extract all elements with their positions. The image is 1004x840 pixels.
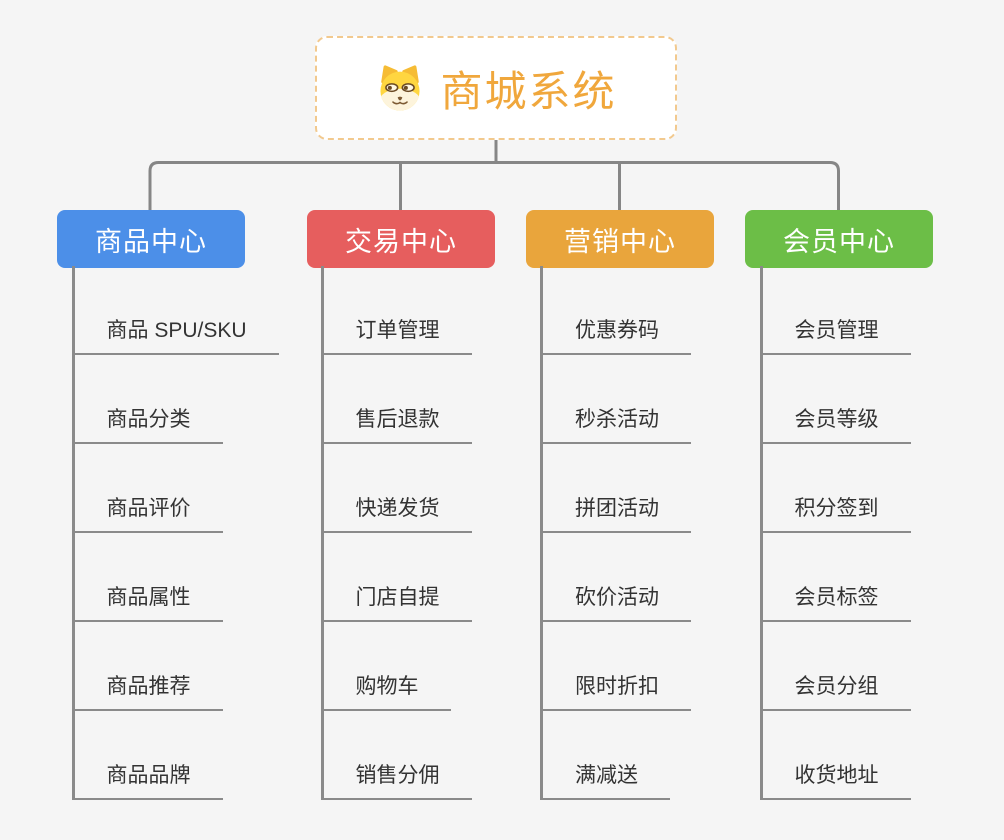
child-row: 会员等级 — [762, 355, 911, 444]
child-row: 门店自提 — [323, 533, 472, 622]
child-topic-product-recommend[interactable]: 商品推荐 — [74, 675, 223, 711]
child-row: 商品分类 — [74, 355, 279, 444]
child-row: 收货地址 — [762, 711, 911, 800]
branch-header-member-center[interactable]: 会员中心 — [745, 210, 933, 268]
child-topic-limited-time-discount[interactable]: 限时折扣 — [543, 675, 691, 711]
child-row: 购物车 — [323, 622, 472, 711]
child-row: 优惠券码 — [543, 266, 691, 355]
child-row: 限时折扣 — [543, 622, 691, 711]
child-topic-full-reduction[interactable]: 满减送 — [543, 764, 670, 800]
child-row: 商品推荐 — [74, 622, 279, 711]
child-topic-member-management[interactable]: 会员管理 — [762, 319, 911, 355]
child-row: 积分签到 — [762, 444, 911, 533]
child-topic-product-brand[interactable]: 商品品牌 — [74, 764, 223, 800]
branch-children-trade-center: 订单管理 售后退款 快递发货 门店自提 购物车 销售分佣 — [320, 266, 472, 800]
branch-header-marketing-center[interactable]: 营销中心 — [526, 210, 714, 268]
branch-header-trade-center[interactable]: 交易中心 — [307, 210, 495, 268]
connector-group — [148, 140, 840, 210]
branch-rail-line — [148, 161, 840, 210]
child-topic-shipping-address[interactable]: 收货地址 — [762, 764, 911, 800]
child-row: 会员分组 — [762, 622, 911, 711]
child-row: 满减送 — [543, 711, 691, 800]
child-topic-member-group[interactable]: 会员分组 — [762, 675, 911, 711]
child-row: 商品属性 — [74, 533, 279, 622]
child-row: 会员管理 — [762, 266, 911, 355]
branch-children-product-center: 商品 SPU/SKU 商品分类 商品评价 商品属性 商品推荐 商品品牌 — [71, 266, 279, 800]
child-row: 砍价活动 — [543, 533, 691, 622]
child-topic-product-category[interactable]: 商品分类 — [74, 408, 223, 444]
child-row: 商品 SPU/SKU — [74, 266, 279, 355]
child-topic-bargain-activity[interactable]: 砍价活动 — [543, 586, 691, 622]
child-topic-flash-sale[interactable]: 秒杀活动 — [543, 408, 691, 444]
child-topic-coupon-code[interactable]: 优惠券码 — [543, 319, 691, 355]
child-row: 订单管理 — [323, 266, 472, 355]
child-row: 销售分佣 — [323, 711, 472, 800]
child-topic-group-buy[interactable]: 拼团活动 — [543, 497, 691, 533]
child-topic-store-pickup[interactable]: 门店自提 — [323, 586, 472, 622]
child-topic-sales-commission[interactable]: 销售分佣 — [323, 764, 472, 800]
branch-header-product-center[interactable]: 商品中心 — [57, 210, 245, 268]
branch-children-member-center: 会员管理 会员等级 积分签到 会员标签 会员分组 收货地址 — [759, 266, 911, 800]
child-row: 快递发货 — [323, 444, 472, 533]
child-row: 售后退款 — [323, 355, 472, 444]
child-topic-express-shipping[interactable]: 快递发货 — [323, 497, 472, 533]
child-topic-member-tag[interactable]: 会员标签 — [762, 586, 911, 622]
child-topic-product-review[interactable]: 商品评价 — [74, 497, 223, 533]
branch-children-marketing-center: 优惠券码 秒杀活动 拼团活动 砍价活动 限时折扣 满减送 — [540, 266, 691, 800]
child-topic-order-management[interactable]: 订单管理 — [323, 319, 472, 355]
root-title: 商城系统 — [440, 67, 617, 115]
child-row: 会员标签 — [762, 533, 911, 622]
child-row: 商品评价 — [74, 444, 279, 533]
dog-face-icon — [380, 65, 421, 111]
child-topic-points-checkin[interactable]: 积分签到 — [762, 497, 911, 533]
child-row: 拼团活动 — [543, 444, 691, 533]
child-topic-shopping-cart[interactable]: 购物车 — [323, 675, 451, 711]
child-topic-member-level[interactable]: 会员等级 — [762, 408, 911, 444]
child-topic-product-spu-sku[interactable]: 商品 SPU/SKU — [74, 319, 279, 355]
root-node[interactable]: 商城系统 — [315, 36, 677, 140]
child-row: 秒杀活动 — [543, 355, 691, 444]
child-topic-aftersale-refund[interactable]: 售后退款 — [323, 408, 472, 444]
child-topic-product-attribute[interactable]: 商品属性 — [74, 586, 223, 622]
child-row: 商品品牌 — [74, 711, 279, 800]
